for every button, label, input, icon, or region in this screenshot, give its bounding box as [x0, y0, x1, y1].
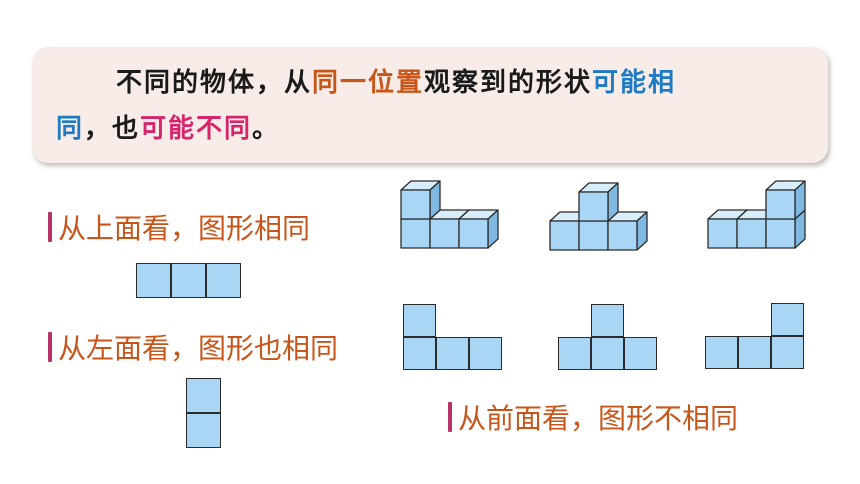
- front-view-1-square: [403, 304, 436, 337]
- summary-end: 。: [252, 114, 281, 144]
- left-view-square: [186, 413, 221, 448]
- left-view-square: [186, 378, 221, 413]
- front-view-2-square: [591, 337, 624, 370]
- caption-front-view-text: 从前面看，图形不相同: [458, 402, 739, 435]
- cube: [765, 180, 806, 220]
- cube: [578, 182, 619, 222]
- highlight-may-same: 可能相: [592, 68, 677, 98]
- summary-part-2: 观察到的形状: [424, 68, 593, 98]
- caption-marker: [448, 402, 452, 432]
- cube: [458, 209, 499, 249]
- front-view-1-square: [469, 337, 502, 370]
- top-view-square: [206, 263, 241, 298]
- solid-3: [707, 180, 806, 249]
- front-view-3-square: [705, 336, 738, 369]
- front-view-3-square: [771, 336, 804, 369]
- solid-2: [549, 182, 648, 251]
- summary-text: 不同的物体，从同一位置观察到的形状可能相同，也可能不同。: [56, 60, 816, 152]
- highlight-may-same-cont: 同: [56, 114, 85, 144]
- highlight-may-differ: 可能不同: [140, 114, 253, 144]
- caption-left-view-text: 从左面看，图形也相同: [58, 332, 339, 365]
- cube: [400, 180, 441, 220]
- front-view-1-square: [436, 337, 469, 370]
- summary-part-1: 不同的物体，从: [116, 68, 313, 98]
- summary-part-3: ，也: [84, 114, 141, 144]
- cube: [607, 211, 648, 251]
- summary-box: [32, 47, 828, 163]
- caption-top-view: 从上面看，图形相同: [48, 207, 310, 247]
- front-view-2-square: [591, 304, 624, 337]
- top-view-square: [136, 263, 171, 298]
- caption-front-view: 从前面看，图形不相同: [448, 397, 738, 437]
- caption-top-view-text: 从上面看，图形相同: [58, 212, 311, 245]
- front-view-1-square: [403, 337, 436, 370]
- caption-marker: [48, 332, 52, 362]
- top-view-square: [171, 263, 206, 298]
- highlight-same-position: 同一位置: [312, 68, 425, 98]
- front-view-3-square: [771, 303, 804, 336]
- solid-1: [400, 180, 499, 249]
- caption-left-view: 从左面看，图形也相同: [48, 327, 338, 367]
- caption-marker: [48, 212, 52, 242]
- front-view-2-square: [624, 337, 657, 370]
- front-view-3-square: [738, 336, 771, 369]
- front-view-2-square: [558, 337, 591, 370]
